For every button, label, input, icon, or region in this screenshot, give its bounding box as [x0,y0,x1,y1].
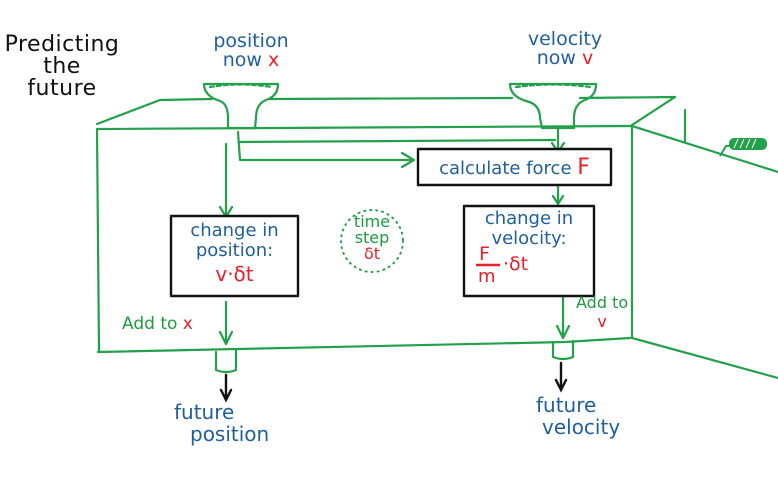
input-velocity-line1: velocity [527,28,603,50]
input-position-line2: now [222,49,262,71]
box-top-back-edge-right [578,95,677,127]
force-box-label: calculate force [439,158,572,179]
box-front-bottom [96,336,632,354]
box-front-top [95,124,634,131]
add-to-position-var: x [182,314,193,334]
hose [719,138,767,157]
pipe-position-to-force [236,130,412,162]
input-velocity-var: v [582,47,594,69]
input-velocity-label: velocity now v [505,30,625,68]
force-box: calculate force F [418,157,611,179]
funnel-velocity [508,82,598,130]
velocity-change-box: change in velocity: [464,210,594,248]
title-line-3: future [27,76,97,101]
arrowhead-future-velocity [554,378,568,393]
box-top-left-slant [95,97,214,126]
input-position-line2-row: now x [196,51,306,70]
title-line-2: the [43,54,81,79]
timestep-line1: time [353,212,391,231]
spout-position [214,348,238,374]
output-velocity-line1: future [536,393,597,417]
diagram-title: Predicting the future [2,34,122,100]
output-velocity-line2: velocity [542,415,621,439]
timestep-circle [340,209,404,273]
box-top-back-edge-left [268,96,514,101]
door-bottom [630,336,778,380]
add-to-velocity-label: Add to v [576,295,628,330]
position-change-line1: change in [190,220,279,241]
add-to-position-text: Add to [122,314,178,334]
box-front-left [95,127,101,354]
velocity-fraction-suffix: ·δt [503,253,529,275]
add-to-position-label: Add to x [122,316,193,333]
velocity-change-line2: velocity: [491,228,567,249]
funnel-position [202,82,280,130]
force-box-frame [416,147,613,187]
arrowhead-velocity-box [551,194,565,206]
velocity-fraction-numerator: F [479,243,490,265]
timestep-symbol: δt [363,244,381,263]
add-to-velocity-var: v [597,312,607,331]
position-change-line2: position: [195,240,274,261]
position-change-formula: v·δt [215,262,254,286]
arrowhead-future-position [219,388,233,403]
position-box-frame [169,214,300,298]
input-velocity-line2: now [536,47,576,69]
position-change-box: change in position: v·δt [171,220,298,286]
velocity-box-frame [462,204,596,298]
spout-velocity [551,339,575,361]
add-to-velocity-text: Add to [576,293,629,312]
output-position-line2: position [190,422,270,446]
input-position-line1: position [213,30,289,52]
arrowhead-position-out [218,330,234,346]
door-top [630,124,778,174]
output-velocity-label: future velocity [536,395,620,437]
pipe-upper [238,138,557,144]
timestep-label: time step δt [342,214,402,262]
title-line-1: Predicting [4,32,120,57]
funnel-position-rim [208,83,274,89]
arrowhead-velocity-out [555,324,571,340]
output-position-label: future position [174,402,269,444]
timestep-line2: step [354,228,390,247]
input-velocity-line2-row: now v [505,49,625,68]
arrowhead-to-force [400,151,416,169]
force-box-var: F [577,155,590,180]
input-position-var: x [268,49,280,71]
output-position-line1: future [174,400,235,424]
funnel-velocity-rim [514,83,592,89]
input-position-label: position now x [196,32,306,70]
velocity-fraction-denominator: m [478,266,496,287]
velocity-change-line1: change in [484,208,574,229]
